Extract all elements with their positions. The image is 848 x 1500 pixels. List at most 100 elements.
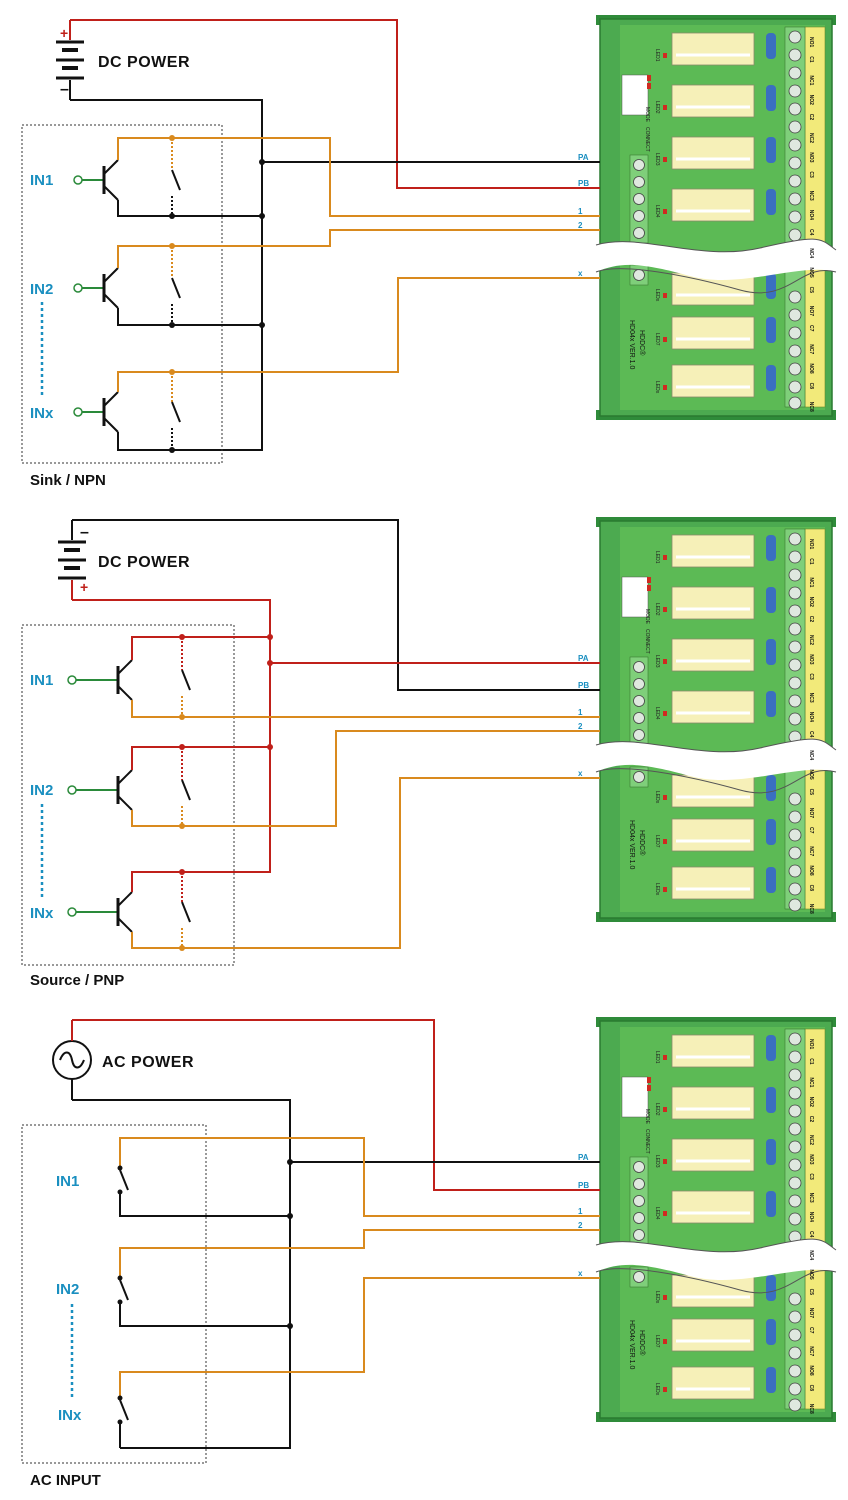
connect-label: CONNECT bbox=[644, 127, 650, 152]
led-label: LED3 bbox=[654, 655, 660, 668]
relay-terminal-label: NO2 bbox=[808, 597, 814, 608]
board-version: HD04x VER.1.0 bbox=[628, 820, 635, 870]
terminal-x: x bbox=[578, 769, 583, 778]
relay-terminal-label: NO2 bbox=[808, 95, 814, 106]
section-source-pnp: – + DC POWER IN1 bbox=[21, 515, 838, 989]
board-version: HD04x VER.1.0 bbox=[628, 1320, 635, 1370]
relay-terminal-label: NO8 bbox=[808, 363, 814, 374]
terminal-pb: PB bbox=[578, 1181, 589, 1190]
input-label-inx: INx bbox=[30, 905, 54, 922]
led-label: LED4 bbox=[654, 707, 660, 720]
board-break-1 bbox=[596, 239, 836, 281]
led-label: LEDx bbox=[654, 1383, 660, 1396]
input-label-in2: IN2 bbox=[56, 1281, 79, 1298]
relay-terminal-label: C7 bbox=[808, 325, 814, 332]
relay-terminal-label: NC4 bbox=[808, 750, 814, 760]
relay-terminal-label: C4 bbox=[808, 731, 814, 738]
input-label-in1: IN1 bbox=[30, 172, 53, 189]
relay-terminal-label: C1 bbox=[808, 56, 814, 63]
led-label: LED7 bbox=[654, 1335, 660, 1348]
relay-terminal-label: C2 bbox=[808, 616, 814, 623]
relay-terminal-label: NC1 bbox=[808, 1077, 814, 1087]
relay-terminal-label: NC2 bbox=[808, 1135, 814, 1145]
power-label: AC POWER bbox=[102, 1054, 194, 1071]
input-label-inx: INx bbox=[58, 1407, 82, 1424]
relay-terminal-label: NO4 bbox=[808, 210, 814, 221]
led-label: LEDx bbox=[654, 883, 660, 896]
terminal-1: 1 bbox=[578, 1207, 583, 1216]
led-label: LED4 bbox=[654, 1207, 660, 1220]
npn-input-1 bbox=[73, 135, 600, 219]
relay-terminal-label: C5 bbox=[808, 287, 814, 294]
led-labels: LED1LED2LED3LED4LEDxLED7LEDxLED1LED2LED3… bbox=[654, 49, 660, 1396]
input-label-in1: IN1 bbox=[30, 672, 53, 689]
relay-terminal-label: C2 bbox=[808, 1116, 814, 1123]
terminal-2: 2 bbox=[578, 1221, 583, 1230]
mode-label: MODE bbox=[644, 107, 650, 123]
relay-terminal-label: NC1 bbox=[808, 75, 814, 85]
relay-terminal-label: NC3 bbox=[808, 693, 814, 703]
relay-terminal-label: NO3 bbox=[808, 152, 814, 163]
terminal-pb: PB bbox=[578, 179, 589, 188]
terminal-1: 1 bbox=[578, 207, 583, 216]
relay-terminal-label: C2 bbox=[808, 114, 814, 121]
relay-terminal-label: C4 bbox=[808, 229, 814, 236]
led-label: LEDx bbox=[654, 791, 660, 804]
relay-terminal-label: NO3 bbox=[808, 1154, 814, 1165]
section-caption: Source / PNP bbox=[30, 972, 124, 989]
led-label: LED3 bbox=[654, 1155, 660, 1168]
input-box-1 bbox=[21, 124, 223, 464]
dc-battery-1 bbox=[56, 20, 84, 100]
board-model: HDDC® bbox=[638, 830, 646, 856]
pnp-input-2 bbox=[67, 730, 600, 829]
led-label: LED1 bbox=[654, 551, 660, 564]
pnp-input-1 bbox=[67, 634, 600, 720]
relay-terminal-label: NO2 bbox=[808, 1097, 814, 1108]
led-label: LED7 bbox=[654, 835, 660, 848]
relay-terminal-label: NC7 bbox=[808, 344, 814, 354]
section-caption: AC INPUT bbox=[30, 1472, 101, 1489]
terminal-pa: PA bbox=[578, 1153, 589, 1162]
ac-switch-1 bbox=[117, 1137, 600, 1217]
led-label: LED1 bbox=[654, 49, 660, 62]
relay-terminal-label: NO4 bbox=[808, 712, 814, 723]
relay-terminal-label: NO1 bbox=[808, 1039, 814, 1050]
relay-terminal-label: C8 bbox=[808, 1385, 814, 1392]
battery-positive-sign: + bbox=[80, 579, 88, 595]
relay-terminal-label: NO8 bbox=[808, 865, 814, 876]
relay-terminal-label: C5 bbox=[808, 1289, 814, 1296]
relay-terminal-label: NC2 bbox=[808, 133, 814, 143]
negative-wire-2 bbox=[72, 519, 600, 691]
connect-label: CONNECT bbox=[644, 629, 650, 654]
mode-label: MODE bbox=[644, 1109, 650, 1125]
relay-terminal-label: NC7 bbox=[808, 846, 814, 856]
positive-wire-1 bbox=[70, 19, 600, 189]
relay-terminal-label: NO1 bbox=[808, 37, 814, 48]
terminal-2: 2 bbox=[578, 221, 583, 230]
led-label: LEDx bbox=[654, 381, 660, 394]
npn-input-x bbox=[73, 277, 600, 453]
connect-label: CONNECT bbox=[644, 1129, 650, 1154]
ac-switch-2 bbox=[117, 1229, 600, 1327]
relay-terminal-label: NO7 bbox=[808, 808, 814, 819]
led-label: LED3 bbox=[654, 153, 660, 166]
relay-terminal-label: NC4 bbox=[808, 1250, 814, 1260]
section-caption: Sink / NPN bbox=[30, 472, 106, 489]
pnp-input-x bbox=[67, 777, 600, 951]
input-label-in2: IN2 bbox=[30, 782, 53, 799]
relay-terminal-label: NC1 bbox=[808, 577, 814, 587]
relay-terminal-label: NO7 bbox=[808, 306, 814, 317]
led-label: LED4 bbox=[654, 205, 660, 218]
relay-terminal-label: C7 bbox=[808, 827, 814, 834]
relay-terminal-label: NO7 bbox=[808, 1308, 814, 1319]
relay-terminal-label: C5 bbox=[808, 789, 814, 796]
input-label-in1: IN1 bbox=[56, 1173, 79, 1190]
relay-terminal-label: C8 bbox=[808, 383, 814, 390]
section-ac-input: AC POWER IN1 IN2 bbox=[21, 1015, 838, 1489]
battery-positive-sign: + bbox=[60, 25, 68, 41]
input-box-2 bbox=[21, 624, 235, 966]
board-model: HDDC® bbox=[638, 330, 646, 356]
dc-battery-2 bbox=[58, 520, 86, 600]
